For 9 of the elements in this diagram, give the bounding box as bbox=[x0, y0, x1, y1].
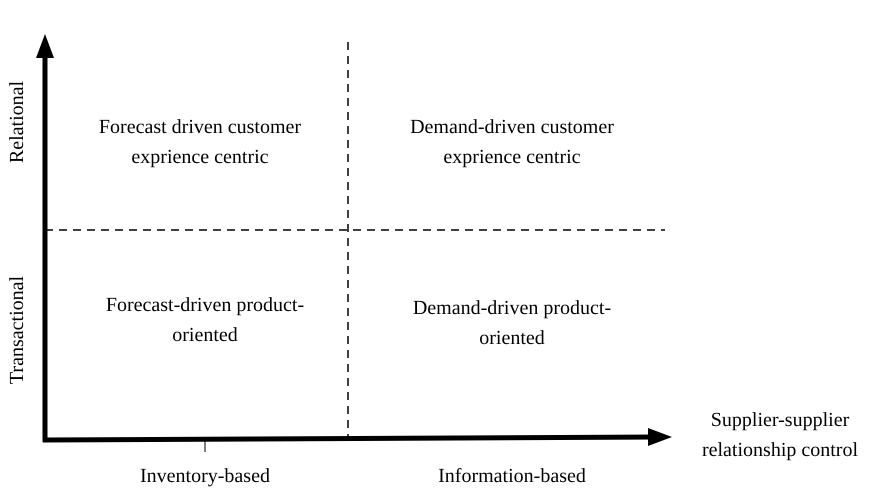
axis-label: Transactional bbox=[5, 274, 29, 386]
quadrant-label: Demand-driven product-oriented bbox=[412, 296, 612, 351]
quadrant-label: Forecast-driven product-oriented bbox=[104, 293, 306, 348]
quadrant-label: Demand-driven customer exprience centric bbox=[409, 115, 615, 170]
axis-label: Inventory-based bbox=[139, 464, 271, 489]
axis-label: Relational bbox=[5, 80, 29, 166]
quadrant-label: Forecast driven customer exprience centric bbox=[98, 115, 302, 170]
axis-label: Information-based bbox=[437, 464, 587, 489]
axis-title: Supplier-supplier relationship control bbox=[700, 408, 860, 463]
